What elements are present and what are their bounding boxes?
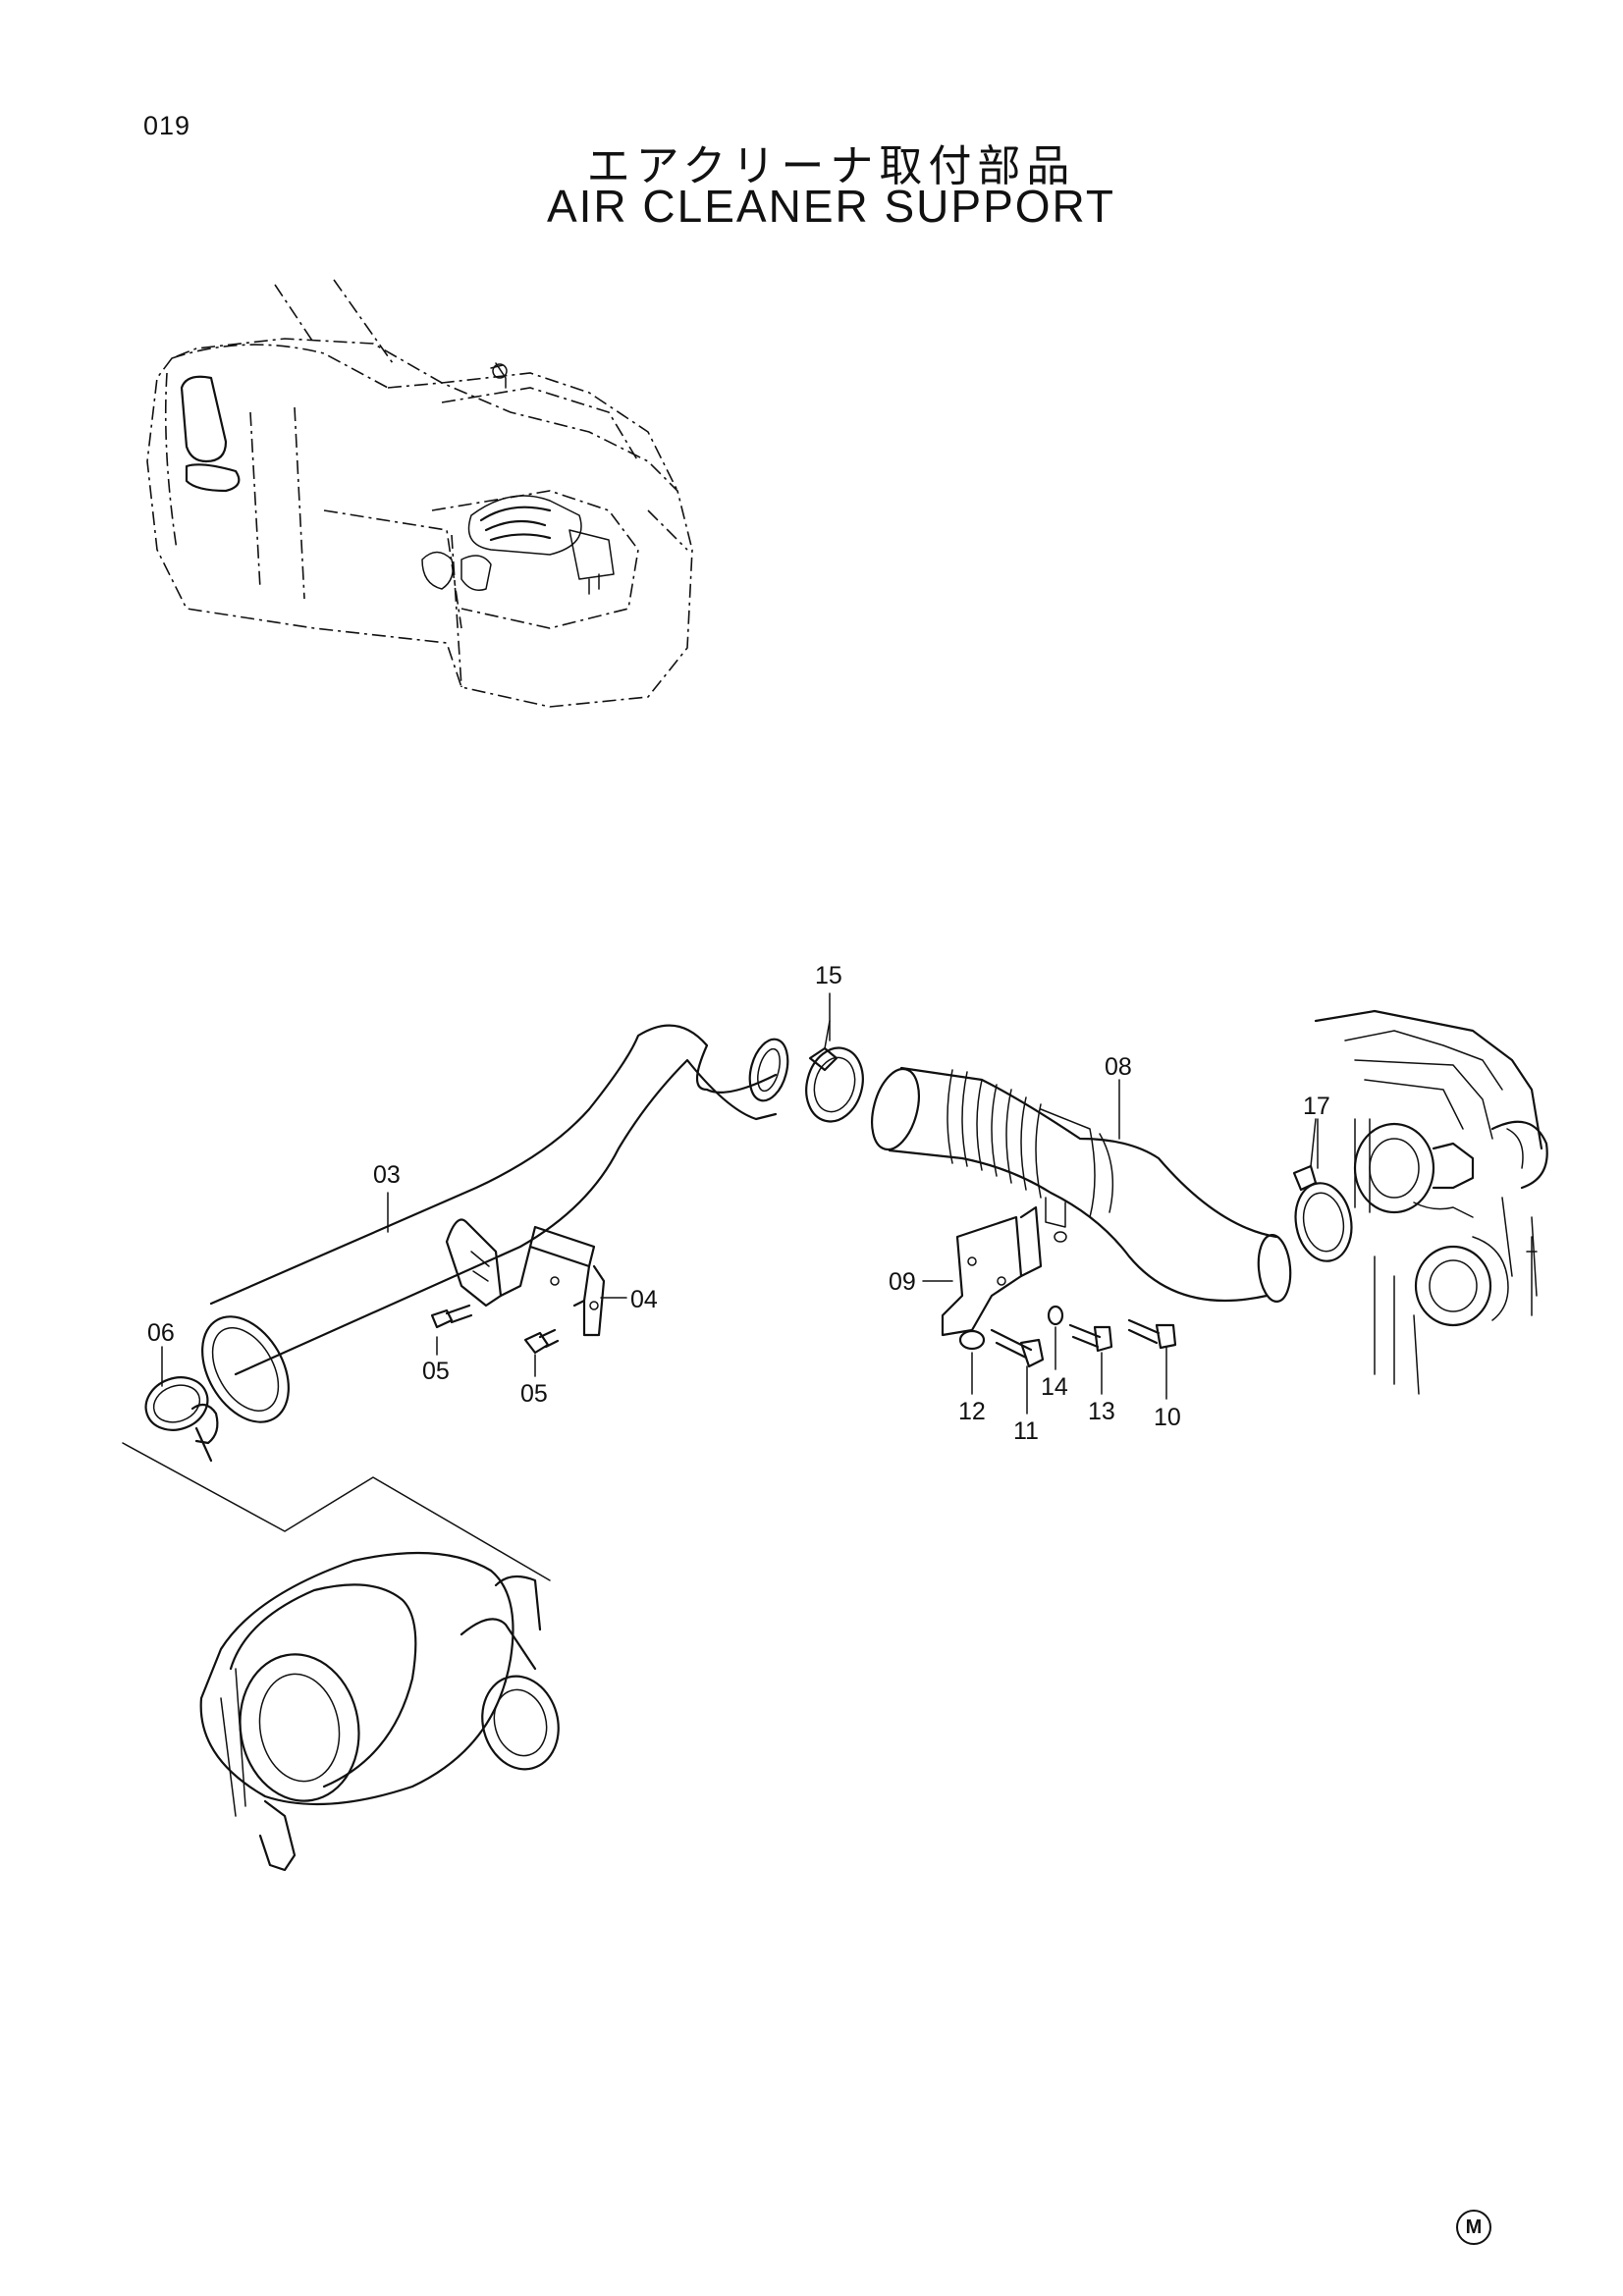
bolt-10 bbox=[1127, 1318, 1177, 1350]
callout-08: 08 bbox=[1105, 1053, 1132, 1081]
air-cleaner bbox=[199, 1551, 560, 1872]
washer-14 bbox=[1047, 1305, 1064, 1326]
callout-17: 17 bbox=[1303, 1093, 1330, 1120]
excavator-overview bbox=[146, 279, 693, 708]
clamp-17 bbox=[1292, 1118, 1353, 1262]
callout-05-a: 05 bbox=[422, 1358, 450, 1385]
bracket-04 bbox=[499, 1225, 606, 1337]
callout-05-b: 05 bbox=[520, 1380, 548, 1408]
title-japanese: エアクリーナ取付部品 bbox=[586, 141, 1076, 191]
washer-12 bbox=[958, 1329, 986, 1351]
callout-04: 04 bbox=[630, 1286, 658, 1313]
callout-13: 13 bbox=[1088, 1398, 1115, 1425]
callout-14: 14 bbox=[1041, 1373, 1068, 1401]
marking-symbol: M bbox=[1456, 2210, 1491, 2245]
bolt-13 bbox=[1068, 1323, 1113, 1353]
callout-03: 03 bbox=[373, 1161, 401, 1189]
title-english: AIR CLEANER SUPPORT bbox=[546, 181, 1116, 232]
pipe-03 bbox=[201, 1024, 789, 1423]
callout-06: 06 bbox=[147, 1319, 175, 1347]
callout-09: 09 bbox=[889, 1268, 916, 1296]
callout-12: 12 bbox=[958, 1398, 986, 1425]
bolt-11 bbox=[990, 1328, 1045, 1368]
air-cleaner-frame bbox=[122, 1442, 551, 1581]
callout-10: 10 bbox=[1154, 1404, 1181, 1431]
bolt-05-b bbox=[523, 1328, 560, 1355]
bolt-05-a bbox=[430, 1304, 473, 1329]
callout-11: 11 bbox=[1013, 1417, 1039, 1445]
clamp-15 bbox=[805, 1020, 864, 1123]
page-number: 019 bbox=[143, 111, 191, 140]
callout-15: 15 bbox=[815, 962, 842, 989]
engine bbox=[1314, 1009, 1548, 1395]
clamp-06 bbox=[144, 1376, 219, 1463]
hose-08 bbox=[871, 1066, 1292, 1303]
leader-lines bbox=[161, 992, 1319, 1415]
